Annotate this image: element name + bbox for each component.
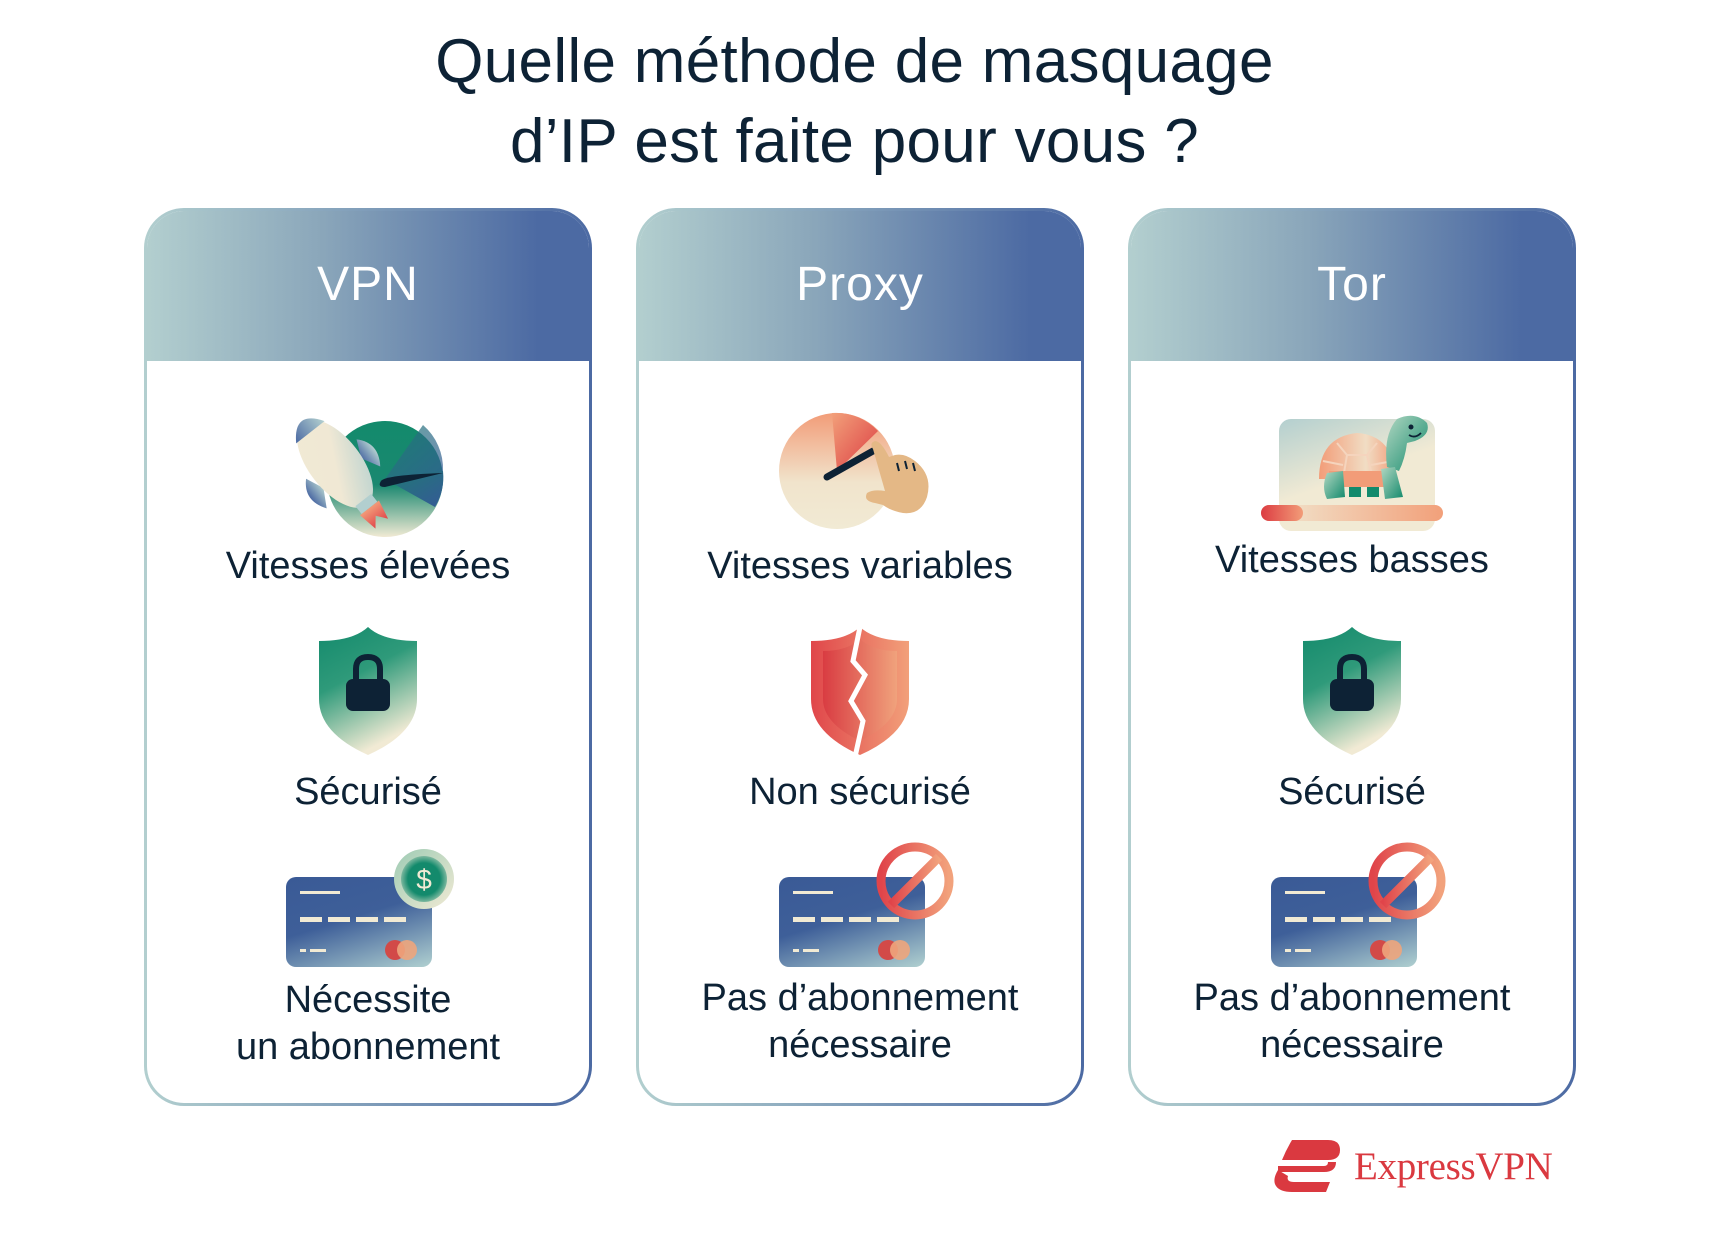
credit-card-prohibited-icon [1271,842,1446,967]
turtle-laptop-icon [1261,415,1443,531]
expressvpn-logo-icon [1274,1140,1340,1192]
secure-shield-lock-icon [319,627,417,755]
feature-subscription: $ Nécessite un abonnement [147,849,589,1071]
feature-label-multiline: Pas d’abonnement nécessaire [1193,977,1511,1066]
secure-shield-lock-icon [1303,627,1401,755]
card-proxy: Proxy Vitesses variables Non sécurisé [636,208,1084,1106]
card-title: Proxy [796,258,924,311]
expressvpn-logo: ExpressVPN [1270,1135,1580,1197]
feature-label: Vitesses basses [1215,539,1489,581]
card-tor: Tor Vitesses basses [1128,208,1576,1106]
feature-label: Vitesses élevées [225,545,511,587]
credit-card-prohibited-icon [779,842,954,967]
hand-adjusting-speedometer-icon [779,412,929,529]
feature-label-multiline: Pas d’abonnement nécessaire [701,977,1019,1066]
brand-name: ExpressVPN [1354,1144,1553,1188]
card-title: Tor [1317,258,1387,311]
feature-subscription: Pas d’abonnement nécessaire [639,841,1081,1069]
title-line-2: d’IP est faite pour vous ? [509,107,1200,176]
feature-speed: Vitesses élevées [147,399,589,590]
feature-label-multiline: Nécessite un abonnement [235,979,501,1068]
broken-shield-icon [811,626,909,758]
feature-label: Vitesses variables [707,545,1013,587]
title-line-1: Quelle méthode de masquage [435,27,1274,96]
feature-subscription: Pas d’abonnement nécessaire [1131,841,1573,1069]
card-vpn: VPN Vitesses élevées [144,208,592,1106]
feature-label: Sécurisé [294,771,442,813]
card-header-proxy: Proxy [639,211,1081,361]
page-title: Quelle méthode de masquage d’IP est fait… [0,22,1709,182]
feature-speed: Vitesses variables [639,405,1081,590]
card-header-tor: Tor [1131,211,1573,361]
credit-card-dollar-icon: $ [286,849,454,967]
feature-speed: Vitesses basses [1131,407,1573,584]
feature-security: Sécurisé [1131,623,1573,816]
feature-security: Non sécurisé [639,623,1081,816]
rocket-speedometer-icon [295,418,444,537]
card-header-vpn: VPN [147,211,589,361]
feature-label: Non sécurisé [749,771,971,813]
feature-security: Sécurisé [147,623,589,816]
svg-text:$: $ [416,864,432,895]
card-title: VPN [317,258,419,311]
feature-label: Sécurisé [1278,771,1426,813]
